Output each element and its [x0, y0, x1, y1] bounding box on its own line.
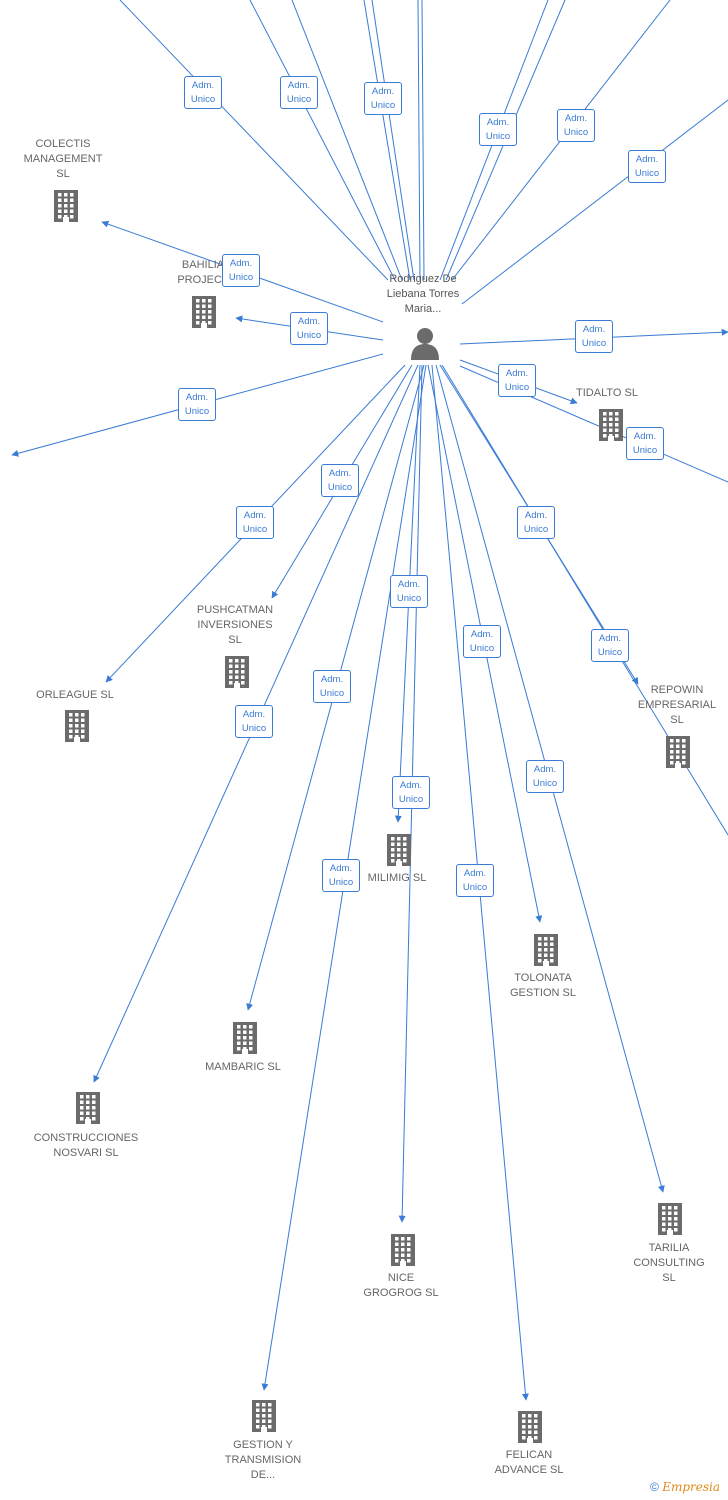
role-badge[interactable]: Adm. Unico	[591, 629, 629, 662]
relation-edge	[461, 99, 728, 305]
company-building-icon[interactable]	[662, 734, 694, 770]
role-badge[interactable]: Adm. Unico	[280, 76, 318, 109]
relation-edge	[363, 0, 411, 281]
company-label[interactable]: CONSTRUCCIONES NOSVARI SL	[33, 1132, 139, 1159]
company-label[interactable]: COLECTIS MANAGEMENT SL	[23, 138, 103, 180]
role-badge[interactable]: Adm. Unico	[463, 625, 501, 658]
company-building-icon[interactable]	[595, 407, 627, 443]
role-badge[interactable]: Adm. Unico	[557, 109, 595, 142]
company-label[interactable]: GESTION Y TRANSMISION DE...	[224, 1439, 302, 1481]
company-label[interactable]: ORLEAGUE SL	[36, 689, 114, 701]
role-badge[interactable]: Adm. Unico	[321, 464, 359, 497]
company-building-icon[interactable]	[61, 708, 93, 744]
role-badge[interactable]: Adm. Unico	[290, 312, 328, 345]
person-icon[interactable]	[409, 326, 441, 360]
brand-logo: Empresia	[662, 1480, 720, 1494]
role-badge[interactable]: Adm. Unico	[392, 776, 430, 809]
relation-edge	[417, 0, 421, 281]
company-label[interactable]: MAMBARIC SL	[205, 1061, 281, 1073]
company-building-icon[interactable]	[229, 1020, 261, 1056]
role-badge[interactable]: Adm. Unico	[313, 670, 351, 703]
company-label[interactable]: FELICAN ADVANCE SL	[494, 1449, 564, 1476]
center-person-label[interactable]: Rodriguez De Liebana Torres Maria...	[386, 273, 460, 315]
company-label[interactable]: BAHILIA PROJECT	[177, 259, 229, 286]
role-badge[interactable]: Adm. Unico	[364, 82, 402, 115]
company-building-icon[interactable]	[530, 932, 562, 968]
company-building-icon[interactable]	[50, 188, 82, 224]
relation-edge	[291, 0, 403, 281]
role-badge[interactable]: Adm. Unico	[517, 506, 555, 539]
role-badge[interactable]: Adm. Unico	[479, 113, 517, 146]
role-badge[interactable]: Adm. Unico	[390, 575, 428, 608]
company-label[interactable]: MILIMIG SL	[367, 872, 427, 884]
role-badge[interactable]: Adm. Unico	[626, 427, 664, 460]
company-label[interactable]: PUSHCATMAN INVERSIONES SL	[196, 604, 274, 646]
company-building-icon[interactable]	[383, 832, 415, 868]
role-badge[interactable]: Adm. Unico	[322, 859, 360, 892]
company-building-icon[interactable]	[654, 1201, 686, 1237]
role-badge[interactable]: Adm. Unico	[235, 705, 273, 738]
company-label[interactable]: REPOWIN EMPRESARIAL SL	[637, 684, 717, 726]
copyright-icon: ©	[650, 1480, 659, 1494]
role-badge[interactable]: Adm. Unico	[498, 364, 536, 397]
role-badge[interactable]: Adm. Unico	[526, 760, 564, 793]
company-building-icon[interactable]	[387, 1232, 419, 1268]
role-badge[interactable]: Adm. Unico	[628, 150, 666, 183]
relation-edge	[119, 0, 389, 281]
company-building-icon[interactable]	[248, 1398, 280, 1434]
role-badge[interactable]: Adm. Unico	[184, 76, 222, 109]
company-label[interactable]: TARILIA CONSULTING SL	[633, 1242, 705, 1284]
company-building-icon[interactable]	[72, 1090, 104, 1126]
company-label[interactable]: NICE GROGROG SL	[363, 1272, 439, 1299]
company-label[interactable]: TOLONATA GESTION SL	[509, 972, 577, 999]
role-badge[interactable]: Adm. Unico	[575, 320, 613, 353]
role-badge[interactable]: Adm. Unico	[178, 388, 216, 421]
company-label[interactable]: TIDALTO SL	[576, 387, 638, 399]
role-badge[interactable]: Adm. Unico	[236, 506, 274, 539]
company-building-icon[interactable]	[221, 654, 253, 690]
relation-edge	[249, 0, 396, 281]
footer-brand: © Empresia	[650, 1480, 720, 1494]
company-building-icon[interactable]	[514, 1409, 546, 1445]
company-building-icon[interactable]	[188, 294, 220, 330]
role-badge[interactable]: Adm. Unico	[222, 254, 260, 287]
relation-edge	[421, 0, 425, 281]
role-badge[interactable]: Adm. Unico	[456, 864, 494, 897]
relation-edge	[371, 0, 415, 281]
